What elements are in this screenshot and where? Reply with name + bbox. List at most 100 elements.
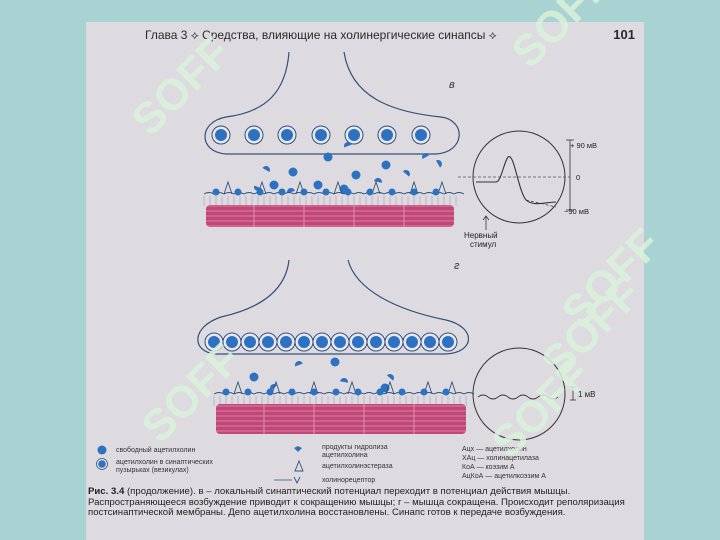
- scale-zero: 0: [576, 173, 580, 182]
- acetylcholine-molecule: [249, 372, 259, 382]
- synaptic-vesicle: [277, 125, 297, 145]
- legend-abbr-3: КоА — коэзим А: [462, 464, 515, 471]
- page-header: Глава 3 ⟡ Средства, влияющие на холинерг…: [145, 27, 635, 44]
- legend-hydrolysis-line1: продукты гидролиза: [322, 444, 388, 451]
- esterase-symbol: [294, 460, 304, 472]
- free-acetylcholine-bottom: [249, 357, 394, 393]
- hydrolysis-product: [422, 153, 430, 159]
- bound-acetylcholine: [244, 388, 252, 396]
- legend-abbr-2: ХАц — холинацетилаза: [462, 455, 539, 462]
- bound-acetylcholine: [398, 388, 406, 396]
- caption-lead: Рис. 3.4: [88, 486, 125, 497]
- free-ach-symbol: [97, 445, 107, 455]
- hydrolysis-product: [340, 378, 348, 383]
- synaptic-vesicle: [312, 332, 332, 352]
- hydrolysis-product: [374, 178, 382, 183]
- scale-1mv: 1 мВ: [578, 390, 596, 399]
- vesicle-row-bottom: [204, 332, 458, 352]
- bound-acetylcholine: [266, 388, 274, 396]
- presynaptic-terminal-bottom: [197, 259, 470, 355]
- action-potential-curve: [476, 156, 557, 205]
- bound-acetylcholine: [376, 388, 384, 396]
- synaptic-vesicle: [294, 332, 314, 352]
- hydrolysis-product: [344, 142, 352, 148]
- synaptic-vesicle: [384, 332, 404, 352]
- muscle-fiber-bottom: [216, 404, 466, 434]
- synaptic-vesicle: [330, 332, 350, 352]
- bound-acetylcholine: [310, 388, 318, 396]
- panel-label-v: в: [449, 79, 455, 91]
- synaptic-vesicle: [411, 125, 431, 145]
- legend-abbr-4: АцКоА — ацетилкоэзим А: [462, 473, 546, 480]
- panel-v: в + 90 мВ 0 −90 мВ Нервный стимул: [203, 51, 597, 249]
- legend-hydrolysis-line2: ацетилхолина: [322, 452, 368, 459]
- acetylcholine-molecule: [351, 170, 361, 180]
- acetylcholine-molecule: [323, 152, 333, 162]
- bound-acetylcholine: [432, 188, 440, 196]
- bound-acetylcholine: [322, 188, 330, 196]
- vesicle-symbol: [96, 458, 108, 470]
- bound-acetylcholine: [344, 188, 352, 196]
- synaptic-vesicle: [402, 332, 422, 352]
- synapse-diagram: в + 90 мВ 0 −90 мВ Нервный стимул г: [197, 51, 597, 441]
- hydrolysis-product: [436, 160, 442, 168]
- scale-plus-90: + 90 мВ: [570, 141, 597, 150]
- diagram-legend: свободный ацетилхолин ацетилхолин в сина…: [96, 444, 636, 492]
- bound-acetylcholine: [222, 388, 230, 396]
- scale-minus-90: −90 мВ: [564, 207, 589, 216]
- acetylcholine-molecule: [288, 167, 298, 177]
- page-number: 101: [613, 27, 635, 42]
- panel-g: г 1 мВ: [197, 259, 596, 441]
- acetylcholinesterase: [223, 180, 233, 195]
- free-acetylcholine-top: [254, 142, 442, 194]
- hydrolysis-product: [287, 188, 295, 194]
- acetylcholine-molecule: [381, 160, 391, 170]
- synaptic-vesicle: [204, 332, 224, 352]
- bound-acetylcholine: [442, 388, 450, 396]
- bound-acetylcholine: [366, 188, 374, 196]
- synaptic-vesicle: [311, 125, 331, 145]
- synaptic-vesicle: [244, 125, 264, 145]
- legend-free-ach: свободный ацетилхолин: [116, 447, 196, 454]
- stimulus-label-line2: стимул: [470, 240, 497, 249]
- panel-label-g: г: [454, 260, 460, 272]
- hydrolysis-product: [262, 166, 270, 172]
- receptor-symbol: [274, 476, 301, 485]
- hydrolysis-symbol: [294, 446, 302, 452]
- bound-acetylcholine: [288, 388, 296, 396]
- synaptic-vesicle: [377, 125, 397, 145]
- hydrolysis-product: [386, 374, 394, 381]
- hydrolysis-product: [270, 384, 278, 391]
- resting-potential-inset: [472, 347, 566, 441]
- synaptic-vesicle: [348, 332, 368, 352]
- acetylcholinesterase: [385, 380, 395, 395]
- caption-body: в – локальный синаптический потенциал пе…: [88, 486, 625, 519]
- synaptic-vesicle: [438, 332, 458, 352]
- acetylcholinesterase: [447, 380, 457, 395]
- chapter-title: Глава 3 ⟡ Средства, влияющие на холинерг…: [145, 28, 497, 42]
- synaptic-vesicle: [222, 332, 242, 352]
- bound-acetylcholine: [256, 188, 264, 196]
- acetylcholinesterase: [233, 380, 243, 395]
- synaptic-vesicle: [344, 125, 364, 145]
- resting-potential-curve: [477, 394, 559, 400]
- legend-esterase: ацетилхолинэстераза: [322, 463, 393, 470]
- vesicle-row-top: [211, 125, 431, 145]
- hydrolysis-product: [402, 170, 410, 177]
- bound-acetylcholine: [410, 188, 418, 196]
- acetylcholine-molecule: [330, 357, 340, 367]
- postsynaptic-fold: [213, 392, 475, 395]
- bound-acetylcholine: [278, 188, 286, 196]
- caption-lead-rest: (продолжение).: [124, 486, 196, 497]
- acetylcholinesterase: [271, 380, 281, 395]
- legend-vesicle-line2: пузырьках (везикулах): [116, 467, 189, 474]
- acetylcholinesterase: [333, 180, 343, 195]
- legend-vesicle-line1: ацетилхолин в синаптических: [116, 459, 213, 466]
- stimulus-label-line1: Нервный: [464, 231, 498, 240]
- acetylcholinesterase: [347, 380, 357, 395]
- acetylcholine-molecule: [269, 180, 279, 190]
- synaptic-vesicle: [366, 332, 386, 352]
- synaptic-vesicle: [258, 332, 278, 352]
- bound-acetylcholine: [388, 188, 396, 196]
- postsynaptic-membrane-top: [203, 180, 465, 206]
